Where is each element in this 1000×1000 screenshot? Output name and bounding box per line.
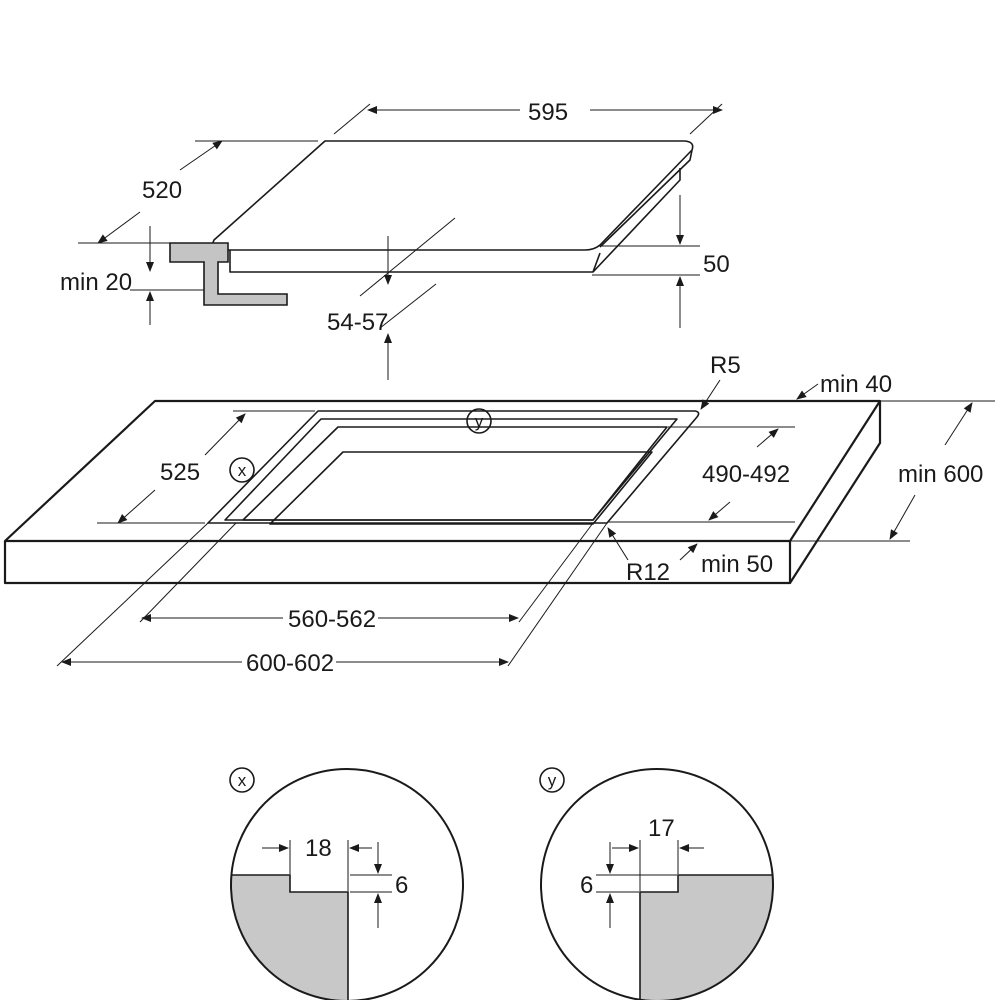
detail-y-tag-circle [539,767,565,793]
marker-y-label: y [475,412,484,431]
marker-y-circle [466,408,492,434]
label-cutout-width: 600-602 [246,650,334,677]
detail-x: x 18 6 [229,767,464,1000]
label-inner-depth: 490-492 [702,461,790,488]
label-inner-width: 560-562 [288,606,376,633]
detail-y-tag: y [548,771,557,790]
label-back-margin: min 40 [820,371,892,398]
worktop-dimensions: 525 490-492 R5 min 40 min 600 R12 min 50… [56,352,995,677]
detail-y: y 17 6 [539,767,774,1000]
dim-r5-arrow [700,379,721,410]
label-front-margin: min 50 [701,551,773,578]
ext-560-left [139,522,237,623]
ext-600-right [507,522,608,667]
label-depth-520: 520 [142,177,182,204]
label-worktop-depth: min 600 [898,461,983,488]
marker-x-label: x [238,461,247,480]
hob-glass-thickness [599,149,693,248]
label-x-width: 18 [305,835,332,862]
label-width-595: 595 [528,99,568,126]
ext-5457-bottom [379,283,437,329]
label-radius-r5: R5 [710,352,741,379]
ext-560-right [518,522,594,623]
hob-housing-edge [592,252,601,273]
dim-525-arrow-up [204,413,246,456]
label-y-width: 17 [648,815,675,842]
ext-600-left [56,522,209,667]
hob-drawing [169,140,694,306]
worktop-side-face [789,401,882,584]
label-radius-r12: R12 [626,559,670,586]
dim-min40-arrow [796,383,819,400]
dim-490-arrow-up [756,428,779,448]
ext-595-right [689,103,723,135]
hob-housing [229,168,681,273]
dim-min50-arrow [679,543,698,561]
cutout-outer [207,410,700,524]
detail-y-circle [540,768,774,1000]
label-x-depth: 6 [395,872,408,899]
marker-x-circle [229,457,255,483]
label-y-depth: 6 [580,872,593,899]
label-cutout-depth-525: 525 [160,459,200,486]
cutout-inner-floor [269,451,653,525]
dim-525-arrow-down [117,489,156,524]
ext-5457-top [359,217,456,297]
ext-595-left [333,103,371,135]
label-clearance-min20: min 20 [60,269,132,296]
hob-glass-top [211,140,694,251]
label-built-in-depth: 54-57 [327,309,388,336]
dim-520-arrow-down [97,211,141,244]
worktop-front-face [3,541,792,585]
cutout-inner-opening [242,426,668,521]
detail-y-section [639,874,773,1000]
dim-min600-arrow-down [889,494,916,540]
worktop-profile [169,242,288,306]
dim-min600-arrow-up [944,402,973,446]
dim-490-arrow-down [708,501,731,521]
detail-x-tag-circle [229,767,255,793]
dim-520-arrow-up [179,140,223,171]
dim-r12-arrow [607,527,629,561]
detail-x-tag: x [238,771,247,790]
detail-x-circle [230,768,464,1000]
label-height-50: 50 [703,251,730,278]
hob-dimensions: 595 520 min 20 50 54-57 [60,99,730,380]
